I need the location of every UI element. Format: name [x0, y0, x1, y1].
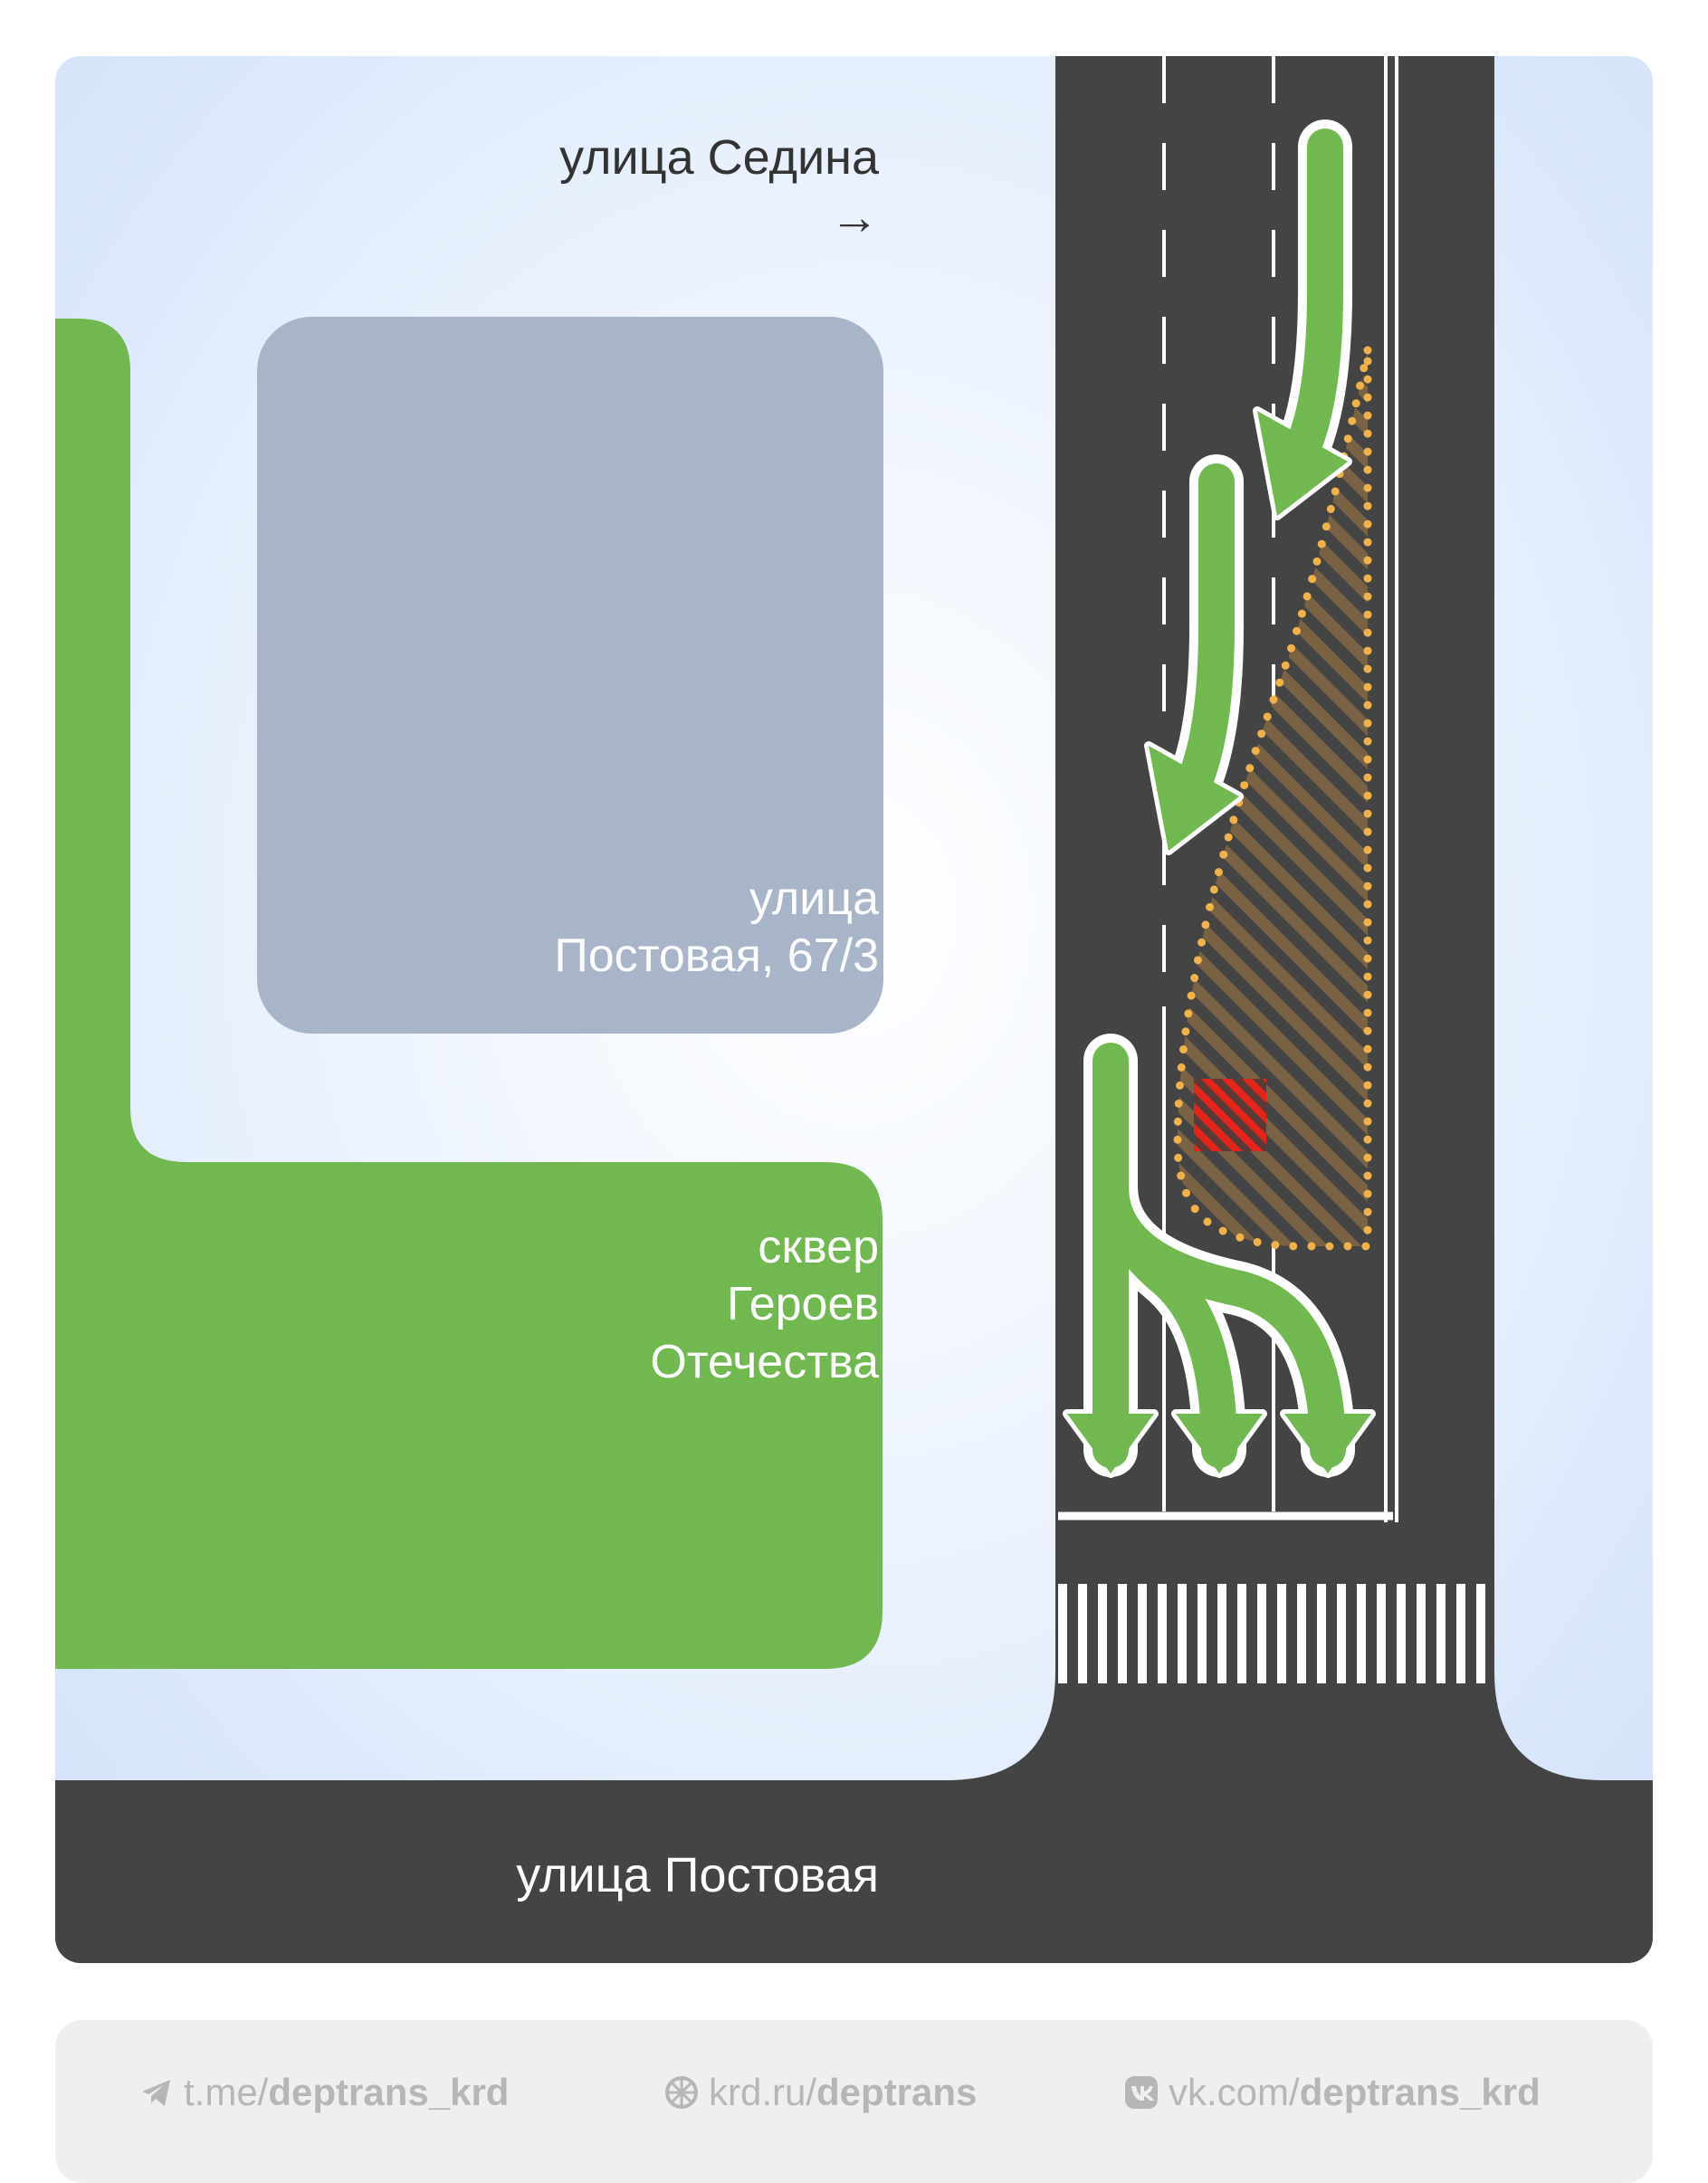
intersection-map: улица Седина → улица Постовая, 67/3 скве…: [55, 56, 1653, 1963]
label-sedina-street: улица Седина →: [559, 129, 879, 248]
pedestrian-crossing: [1058, 1584, 1485, 1683]
problem-spot-marker: [1194, 1079, 1266, 1151]
park-area: [55, 319, 883, 1669]
telegram-icon: [142, 2080, 170, 2106]
label-building: улица Постовая, 67/3: [554, 872, 879, 983]
label-postovaya-street: улица Постовая: [516, 1848, 879, 1902]
building-block: [257, 317, 883, 1034]
website-link[interactable]: krd.ru/deptrans: [663, 2071, 977, 2114]
hatched-zone-border: [1173, 349, 1372, 1251]
lane-split-arrow: [1063, 1034, 1376, 1478]
direction-arrow: →: [830, 189, 879, 244]
lane-change-arrow-middle: [1144, 454, 1244, 855]
vk-icon: [1125, 2076, 1158, 2109]
telegram-link[interactable]: t.me/deptrans_krd: [138, 2071, 509, 2114]
hatched-zone: [1178, 350, 1368, 1246]
globe-icon: [665, 2076, 698, 2109]
road-sedina: [55, 56, 1653, 1963]
label-park: сквер Героев Отечества: [650, 1221, 879, 1388]
map-drawing: [55, 56, 1653, 1963]
lane-change-arrow-upper: [1253, 119, 1352, 520]
vk-link[interactable]: vk.com/deptrans_krd: [1123, 2071, 1541, 2114]
footer-links: t.me/deptrans_krd krd.ru/deptrans vk.com…: [55, 2020, 1653, 2183]
